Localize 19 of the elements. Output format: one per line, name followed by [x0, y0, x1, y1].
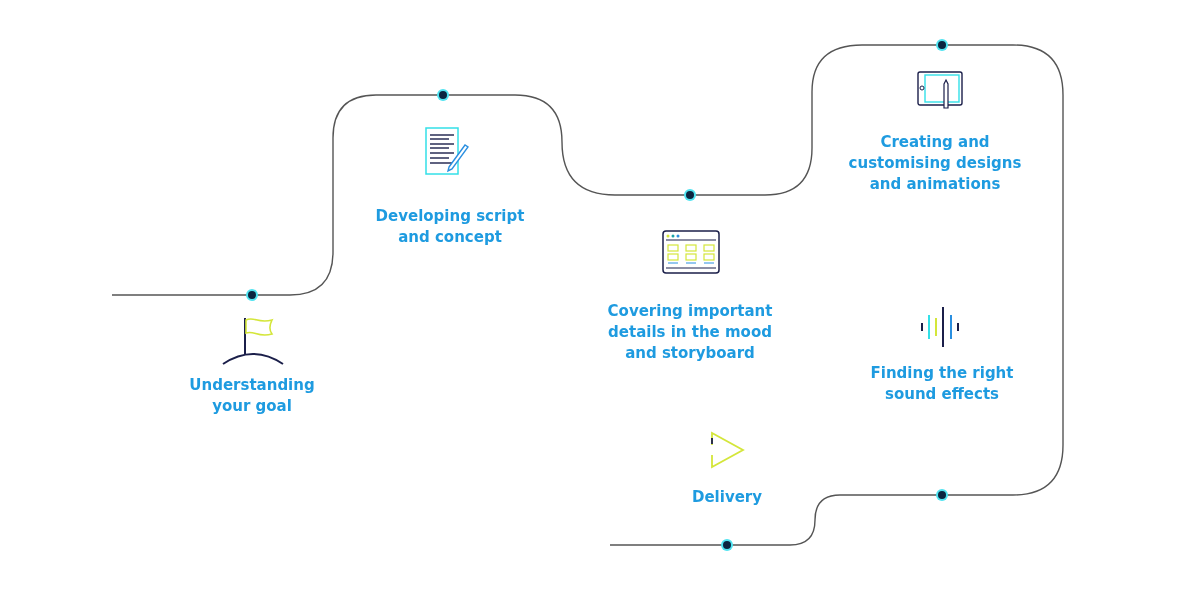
path-line	[609, 544, 723, 546]
milestone-dot	[439, 91, 447, 99]
path-line	[694, 44, 938, 196]
milestone-dot	[938, 491, 946, 499]
path-line	[731, 494, 938, 546]
path-line	[946, 44, 1064, 496]
path-line	[447, 94, 686, 196]
milestone-dot	[723, 541, 731, 549]
step-label: Covering important details in the mood and storyboard	[606, 301, 774, 364]
path-line	[256, 94, 439, 296]
path-line	[111, 294, 248, 296]
step-label: Delivery	[690, 487, 763, 508]
step-label: Understanding your goal	[188, 375, 316, 417]
step-label: Developing script and concept	[374, 206, 526, 248]
milestone-dot	[248, 291, 256, 299]
step-label: Finding the right sound effects	[869, 363, 1015, 405]
step-label: Creating and customising designs and animations	[847, 132, 1023, 195]
milestone-dot	[938, 41, 946, 49]
milestone-dot	[686, 191, 694, 199]
